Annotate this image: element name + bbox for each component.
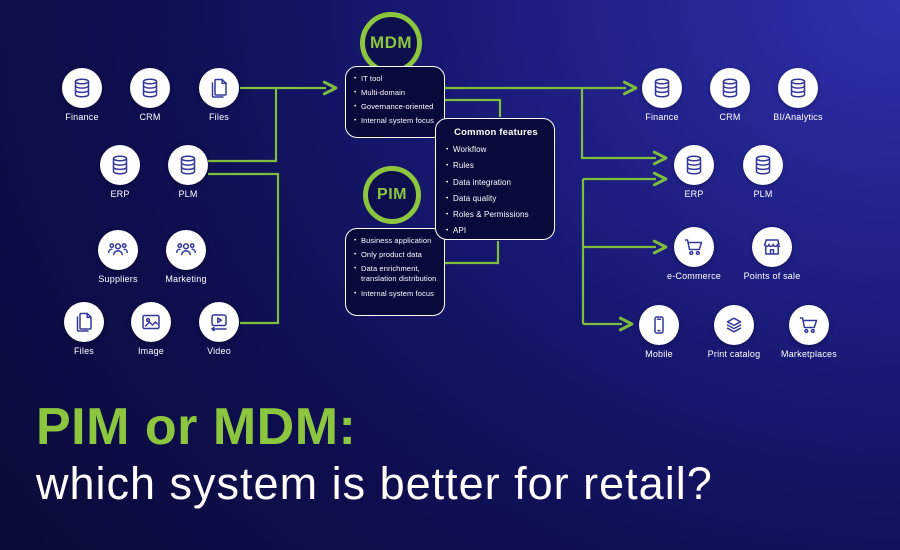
output-node-erp: ERP xyxy=(662,145,726,199)
node-label: Finance xyxy=(65,112,99,122)
node-label: BI/Analytics xyxy=(773,112,823,122)
source-node-files: Files xyxy=(187,68,251,122)
node-label: CRM xyxy=(139,112,161,122)
people-icon xyxy=(174,238,198,262)
source-node-suppliers: Suppliers xyxy=(86,230,150,284)
common-feature: Workflow xyxy=(446,145,546,156)
node-label: Mobile xyxy=(645,349,673,359)
pim-feature: Business application xyxy=(354,236,439,247)
mobile-icon xyxy=(647,313,671,337)
output-node-mobile: Mobile xyxy=(627,305,691,359)
node-label: PLM xyxy=(753,189,773,199)
database-icon xyxy=(718,76,742,100)
node-label: e-Commerce xyxy=(666,271,721,281)
database-icon xyxy=(682,153,706,177)
mdm-badge: MDM xyxy=(360,12,422,74)
source-node-crm: CRM xyxy=(118,68,182,122)
output-node-print-catalog: Print catalog xyxy=(702,305,766,359)
common-features-box: Common features Workflow Rules Data inte… xyxy=(435,118,555,240)
node-label: Marketing xyxy=(165,274,207,284)
node-label: Points of sale xyxy=(743,271,801,281)
headline: PIM or MDM: which system is better for r… xyxy=(36,398,713,512)
source-node-files-2: Files xyxy=(52,302,116,356)
source-node-image: Image xyxy=(119,302,183,356)
output-node-plm: PLM xyxy=(731,145,795,199)
node-label: Video xyxy=(207,346,231,356)
database-icon xyxy=(138,76,162,100)
database-icon xyxy=(751,153,775,177)
source-node-finance: Finance xyxy=(50,68,114,122)
node-label: PLM xyxy=(178,189,198,199)
node-label: Suppliers xyxy=(98,274,138,284)
output-node-bi-analytics: BI/Analytics xyxy=(766,68,830,122)
mdm-feature-box: IT tool Multi-domain Governance-oriented… xyxy=(345,66,445,138)
image-icon xyxy=(139,310,163,334)
common-feature: API xyxy=(446,226,546,237)
output-node-finance: Finance xyxy=(630,68,694,122)
database-icon xyxy=(650,76,674,100)
mdm-feature: Governance-oriented xyxy=(354,102,439,113)
node-label: ERP xyxy=(684,189,704,199)
database-icon xyxy=(108,153,132,177)
video-icon xyxy=(207,310,231,334)
pim-feature-box: Business application Only product data D… xyxy=(345,228,445,316)
pim-feature: Only product data xyxy=(354,250,439,261)
node-label: ERP xyxy=(110,189,130,199)
files-icon xyxy=(72,310,96,334)
cart-icon xyxy=(682,235,706,259)
node-label: Print catalog xyxy=(707,349,761,359)
people-icon xyxy=(106,238,130,262)
node-label: Files xyxy=(73,346,94,356)
database-icon xyxy=(70,76,94,100)
mdm-feature: Multi-domain xyxy=(354,88,439,99)
output-node-marketplaces: Marketplaces xyxy=(777,305,841,359)
headline-line2: which system is better for retail? xyxy=(36,458,713,509)
node-label: CRM xyxy=(719,112,741,122)
store-icon xyxy=(760,235,784,259)
pim-badge: PIM xyxy=(363,166,421,224)
source-node-video: Video xyxy=(187,302,251,356)
node-label: Finance xyxy=(645,112,679,122)
headline-line1: PIM or MDM: xyxy=(36,398,357,456)
database-icon xyxy=(176,153,200,177)
pim-feature: Internal system focus xyxy=(354,289,439,300)
output-node-points-of-sale: Points of sale xyxy=(740,227,804,281)
layers-icon xyxy=(722,313,746,337)
mdm-badge-label: MDM xyxy=(369,33,413,52)
node-label: Image xyxy=(137,346,164,356)
files-icon xyxy=(207,76,231,100)
mdm-feature: IT tool xyxy=(354,74,439,85)
node-label: Files xyxy=(208,112,229,122)
common-features-title: Common features xyxy=(454,127,538,138)
mdm-feature: Internal system focus xyxy=(354,116,439,127)
pim-badge-label: PIM xyxy=(377,186,407,203)
common-feature: Data quality xyxy=(446,194,546,205)
node-label: Marketplaces xyxy=(781,349,837,359)
pim-feature: Data enrichment, translation distributio… xyxy=(354,264,439,284)
source-node-marketing: Marketing xyxy=(154,230,218,284)
source-node-plm: PLM xyxy=(156,145,220,199)
common-feature: Data integration xyxy=(446,178,546,189)
database-icon xyxy=(786,76,810,100)
common-feature: Roles & Permissions xyxy=(446,210,546,221)
source-node-erp: ERP xyxy=(88,145,152,199)
cart-icon xyxy=(797,313,821,337)
output-node-ecommerce: e-Commerce xyxy=(662,227,726,281)
output-node-crm: CRM xyxy=(698,68,762,122)
common-feature: Rules xyxy=(446,161,546,172)
